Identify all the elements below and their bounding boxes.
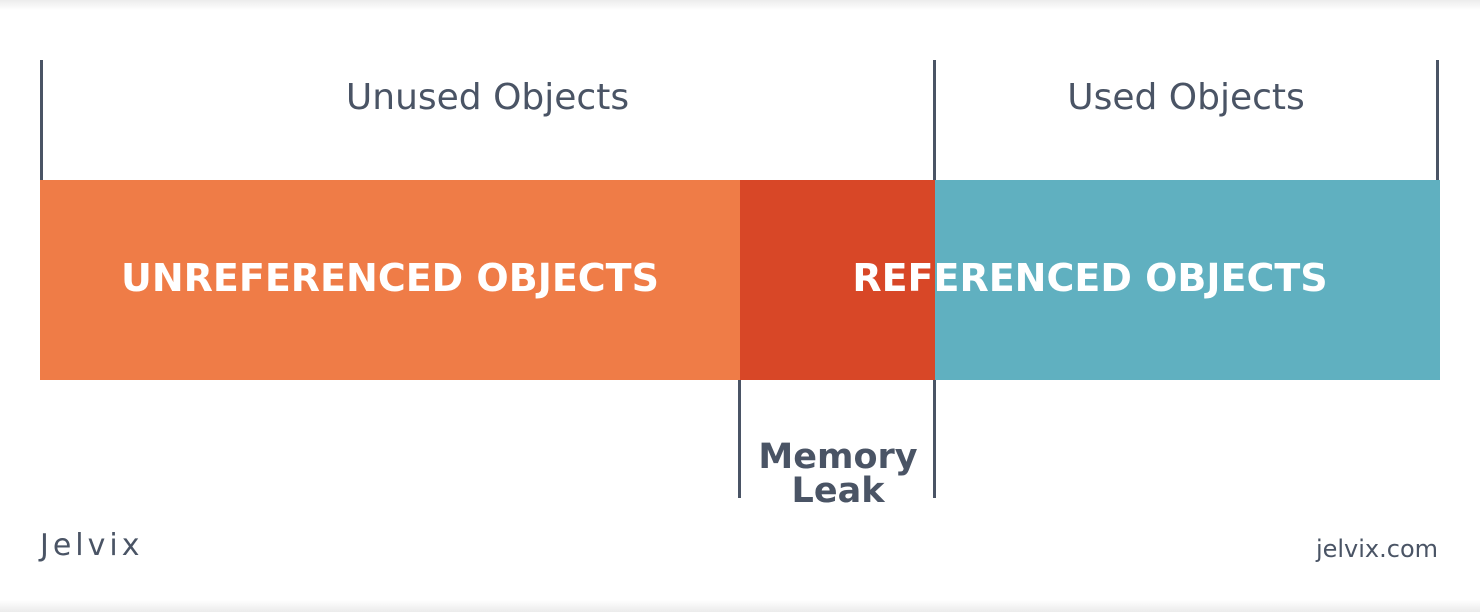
section-divider-line [933,60,936,180]
unused-objects-label: Unused Objects [345,77,630,118]
used-bracket-right-line [1436,60,1439,180]
bottom-edge-shadow [0,600,1480,612]
top-edge-shadow [0,0,1480,10]
unreferenced-objects-label: UNREFERENCED OBJECTS [121,256,659,300]
jelvix-logo: Jelvix [40,528,144,563]
used-objects-label: Used Objects [1067,77,1305,118]
unreferenced-segment [40,180,740,380]
referenced-objects-label: REFERENCED OBJECTS [852,256,1328,300]
site-url: jelvix.com [1315,535,1438,563]
memory-leak-label-line1: Memory [758,437,918,477]
leak-bracket-right-line [933,380,936,498]
memory-leak-label-line2: Leak [791,471,885,511]
referenced-segment [935,180,1440,380]
leak-bracket-left-line [738,380,741,498]
unused-bracket-left-line [40,60,43,180]
memory-leak-label: Memory Leak [740,437,936,511]
memory-leak-segment [740,180,935,380]
